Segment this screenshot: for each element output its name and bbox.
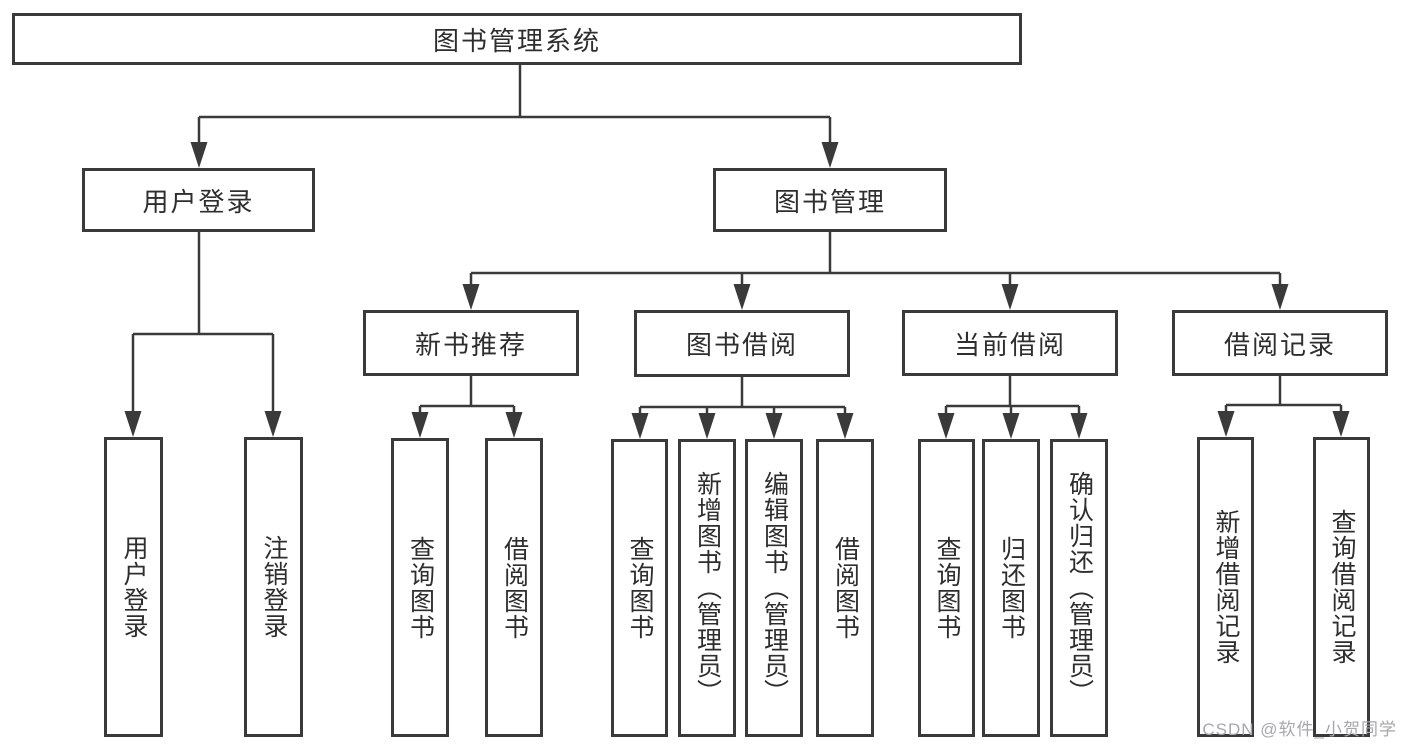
node-root: 图书管理系统 [12, 13, 1022, 65]
node-leaf-borrow-book: 借阅图书 [816, 439, 874, 737]
arrowhead-down-icon [124, 411, 142, 437]
node-label-book-borrow: 图书借阅 [685, 330, 798, 360]
arrowhead-down-icon [190, 142, 208, 168]
node-leaf-user-login: 用户登录 [104, 437, 163, 737]
node-label-leaf-return-book: 归还图书 [997, 536, 1026, 640]
node-leaf-query-borrow-record: 查询借阅记录 [1313, 437, 1370, 737]
watermark: CSDN @软件_小贺同学 [1202, 720, 1397, 739]
arrowhead-down-icon [1002, 413, 1020, 439]
arrowhead-down-icon [698, 413, 716, 439]
arrowhead-down-icon [631, 413, 649, 439]
node-label-user-login: 用户登录 [142, 186, 255, 217]
node-new-book-rec: 新书推荐 [363, 310, 579, 376]
node-borrow-records: 借阅记录 [1172, 310, 1388, 376]
arrowhead-down-icon [821, 142, 839, 168]
node-label-leaf-user-login: 用户登录 [120, 535, 148, 639]
node-label-leaf-add-borrow-record: 新增借阅记录 [1212, 509, 1240, 665]
arrowhead-down-icon [937, 413, 955, 439]
node-leaf-logout: 注销登录 [244, 437, 303, 737]
node-label-leaf-add-book-admin: 新增图书（管理员） [693, 471, 722, 705]
node-book-borrow: 图书借阅 [634, 310, 850, 377]
node-label-leaf-query-book-new: 查询图书 [406, 535, 435, 640]
node-label-current-borrow: 当前借阅 [953, 329, 1066, 360]
node-leaf-confirm-return-admin: 确认归还（管理员） [1050, 439, 1108, 737]
arrowhead-down-icon [1001, 284, 1019, 310]
node-label-leaf-borrow-book: 借阅图书 [831, 536, 860, 640]
arrowhead-down-icon [1070, 413, 1088, 439]
node-current-borrow: 当前借阅 [902, 310, 1118, 376]
node-label-new-book-rec: 新书推荐 [414, 329, 527, 360]
node-leaf-borrow-book-new: 借阅图书 [485, 438, 543, 737]
node-label-borrow-records: 借阅记录 [1223, 329, 1336, 360]
node-leaf-query-book-borrow: 查询图书 [611, 439, 668, 737]
arrowhead-down-icon [1271, 284, 1289, 310]
node-label-book-mgmt: 图书管理 [773, 186, 886, 217]
node-leaf-return-book: 归还图书 [982, 439, 1040, 737]
node-label-leaf-query-borrow-record: 查询借阅记录 [1328, 509, 1356, 665]
arrowhead-down-icon [765, 413, 783, 439]
arrowhead-down-icon [1217, 411, 1235, 437]
node-label-root: 图书管理系统 [432, 25, 601, 56]
arrowhead-down-icon [264, 411, 282, 437]
node-leaf-add-borrow-record: 新增借阅记录 [1197, 437, 1254, 737]
node-leaf-query-book-current: 查询图书 [918, 439, 975, 737]
arrowhead-down-icon [462, 284, 480, 310]
arrowhead-down-icon [1332, 411, 1350, 437]
arrowhead-down-icon [505, 412, 523, 438]
node-leaf-edit-book-admin: 编辑图书（管理员） [745, 439, 803, 737]
node-label-leaf-confirm-return-admin: 确认归还（管理员） [1065, 471, 1094, 705]
arrowhead-down-icon [411, 412, 429, 438]
arrowhead-down-icon [733, 284, 751, 310]
node-leaf-add-book-admin: 新增图书（管理员） [678, 439, 736, 737]
node-book-mgmt: 图书管理 [713, 168, 947, 232]
arrowhead-down-icon [836, 413, 854, 439]
node-user-login: 用户登录 [82, 168, 315, 232]
node-leaf-query-book-new: 查询图书 [391, 438, 449, 737]
node-label-leaf-edit-book-admin: 编辑图书（管理员） [760, 471, 789, 705]
node-label-leaf-query-book-borrow: 查询图书 [626, 536, 654, 640]
node-label-leaf-logout: 注销登录 [260, 535, 288, 639]
node-label-leaf-borrow-book-new: 借阅图书 [500, 535, 529, 640]
node-label-leaf-query-book-current: 查询图书 [933, 536, 961, 640]
